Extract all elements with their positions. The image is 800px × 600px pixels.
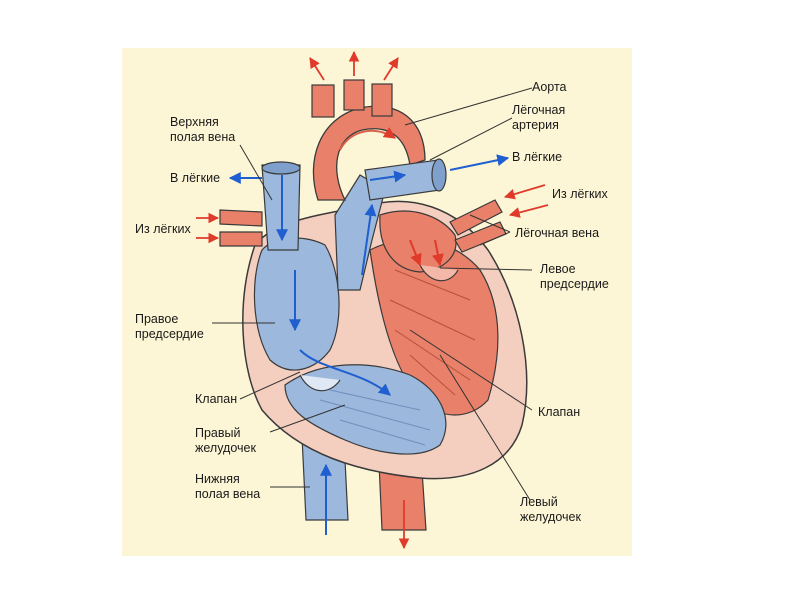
pulmonary-veins-right	[449, 199, 507, 253]
label-left-atrium: Левое предсердие	[540, 262, 609, 291]
label-from-lungs-left: Из лёгких	[135, 222, 191, 236]
right-atrium-chamber	[253, 237, 340, 371]
label-from-lungs-right: Из лёгких	[552, 187, 608, 201]
label-right-atrium: Правое предсердие	[135, 312, 204, 341]
label-to-lungs-left: В лёгкие	[170, 171, 221, 185]
pulmonary-veins-left	[219, 209, 263, 247]
label-superior-vena-cava: Верхняя полая вена	[170, 115, 236, 144]
label-aorta: Аорта	[532, 80, 567, 94]
label-right-ventricle: Правый желудочек	[195, 426, 256, 455]
label-valve-left: Клапан	[195, 392, 238, 406]
pulmonary-trunk	[334, 174, 386, 291]
label-valve-right: Клапан	[538, 405, 581, 419]
label-inferior-vena-cava: Нижняя полая вена	[195, 472, 261, 501]
label-left-ventricle: Левый желудочек	[520, 495, 581, 524]
label-pulmonary-artery: Лёгочная артерия	[512, 103, 566, 132]
label-pulmonary-vein: Лёгочная вена	[515, 226, 600, 240]
label-to-lungs-right: В лёгкие	[512, 150, 563, 164]
